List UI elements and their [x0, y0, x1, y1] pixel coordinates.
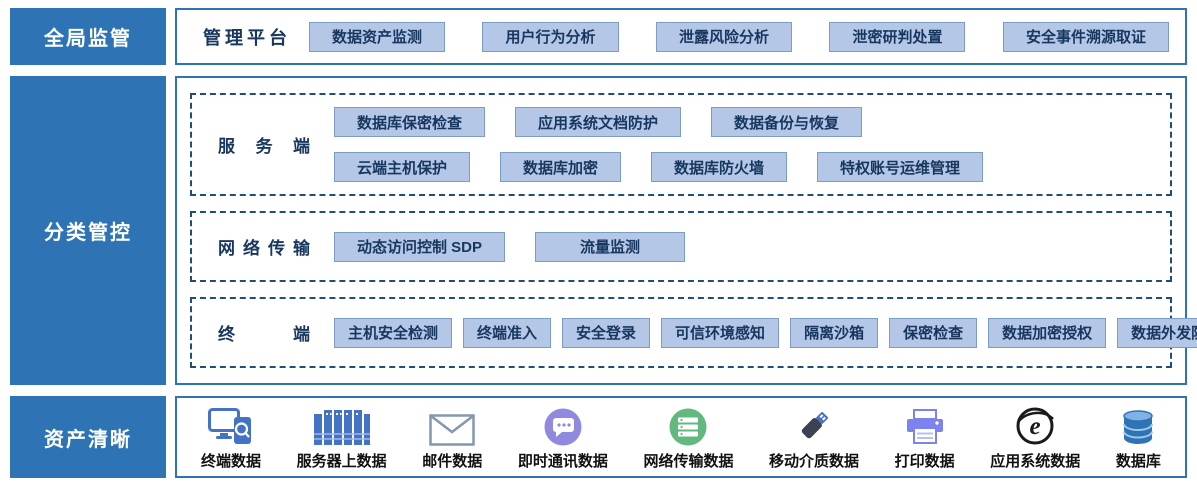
module-box: 特权账号运维管理 [817, 152, 984, 182]
module-box: 泄密研判处置 [829, 21, 966, 52]
group-rows: 数据库保密检查应用系统文档防护数据备份与恢复云端主机保护数据库加密数据库防火墙特… [334, 107, 1158, 182]
module-box: 数据资产监测 [309, 21, 446, 52]
asset-items: 终端数据 服务器上数据 邮件数据 即时通讯数据 网络传输数据 移动介质数据 打印数据 e 应用系… [175, 396, 1187, 478]
group-terminal: 终端 主机安全检测终端准入安全登录可信环境感知隔离沙箱保密检查数据加密授权数据外发… [190, 297, 1197, 368]
asset-label: 终端数据 [201, 453, 262, 470]
management-platform-label: 管理平台 [203, 27, 291, 48]
global-supervision-row: 全局监管 管理平台 数据资产监测 用户行为分析 泄露风险分析 泄密研判处置 安全事件溯源… [10, 8, 1187, 65]
module-box: 云端主机保护 [334, 152, 471, 182]
asset-item: 数据库 [1116, 404, 1161, 471]
band-label: 全局监管 [44, 28, 132, 50]
module-box: 数据备份与恢复 [711, 107, 863, 137]
module-box: 数据加密授权 [988, 317, 1107, 348]
classified-control-row: 分类管控 服务端数据库保密检查应用系统文档防护数据备份与恢复云端主机保护数据库加… [10, 76, 1197, 385]
middle-groups: 服务端数据库保密检查应用系统文档防护数据备份与恢复云端主机保护数据库加密数据库防… [175, 76, 1197, 385]
asset-item: 移动介质数据 [769, 404, 859, 471]
band-global-supervision: 全局监管 [10, 8, 166, 65]
module-box: 用户行为分析 [482, 21, 619, 52]
usb-drive-icon [794, 404, 834, 446]
module-box: 应用系统文档防护 [515, 107, 682, 137]
printer-icon [904, 404, 946, 446]
module-box: 可信环境感知 [661, 317, 780, 348]
svg-text:e: e [1030, 413, 1041, 440]
asset-item: 终端数据 [201, 404, 261, 471]
module-box: 流量监测 [535, 231, 686, 262]
asset-label: 网络传输数据 [643, 453, 734, 470]
asset-label: 服务器上数据 [296, 453, 387, 470]
module-box: 隔离沙箱 [790, 317, 879, 348]
group-network: 网络传输 动态访问控制 SDP 流量监测 [190, 211, 1172, 282]
button-row: 数据库保密检查应用系统文档防护数据备份与恢复 [334, 107, 1158, 137]
asset-item: e 应用系统数据 [990, 404, 1080, 471]
asset-item: 即时通讯数据 [518, 404, 608, 471]
band-classified-control: 分类管控 [10, 76, 166, 385]
asset-item: 打印数据 [895, 404, 955, 471]
asset-label: 数据库 [1115, 453, 1161, 470]
group-label: 终端 [218, 325, 310, 344]
browser-e-icon: e [1015, 404, 1055, 446]
module-box: 数据库加密 [500, 152, 622, 182]
button-row: 云端主机保护数据库加密数据库防火墙特权账号运维管理 [334, 152, 1158, 182]
group-rows: 主机安全检测终端准入安全登录可信环境感知隔离沙箱保密检查数据加密授权数据外发防护 [334, 317, 1197, 348]
group-label: 服务端 [218, 137, 310, 156]
module-box: 数据库保密检查 [334, 107, 486, 137]
server-rack-icon [313, 404, 371, 446]
asset-item: 网络传输数据 [643, 404, 733, 471]
asset-clarity-row: 资产清晰 终端数据 服务器上数据 邮件数据 即时通讯数据 网络传输数据 移动介质数据 打印数… [10, 396, 1187, 478]
group-label: 网络传输 [218, 239, 310, 258]
button-row: 动态访问控制 SDP 流量监测 [334, 231, 1158, 262]
module-box: 动态访问控制 SDP [334, 231, 506, 262]
asset-label: 移动介质数据 [769, 453, 860, 470]
management-platform-panel: 管理平台 数据资产监测 用户行为分析 泄露风险分析 泄密研判处置 安全事件溯源取证 [175, 8, 1187, 65]
group-rows: 动态访问控制 SDP 流量监测 [334, 231, 1158, 262]
terminal-devices-icon [208, 404, 254, 446]
module-box: 安全事件溯源取证 [1002, 21, 1169, 52]
module-box: 数据外发防护 [1117, 317, 1197, 348]
module-box: 数据库防火墙 [651, 152, 788, 182]
asset-label: 应用系统数据 [990, 453, 1081, 470]
module-box: 终端准入 [463, 317, 552, 348]
network-stack-icon [669, 404, 707, 446]
band-label: 资产清晰 [44, 428, 132, 451]
asset-item: 邮件数据 [422, 404, 482, 471]
module-box: 主机安全检测 [334, 317, 453, 348]
band-label: 分类管控 [44, 222, 132, 244]
asset-label: 打印数据 [894, 453, 955, 470]
button-row: 主机安全检测终端准入安全登录可信环境感知隔离沙箱保密检查数据加密授权数据外发防护 [334, 317, 1197, 348]
band-asset-clarity: 资产清晰 [10, 396, 166, 478]
asset-item: 服务器上数据 [297, 404, 387, 471]
asset-label: 即时通讯数据 [517, 453, 608, 470]
mail-icon [429, 404, 475, 446]
module-box: 泄露风险分析 [655, 21, 792, 52]
asset-label: 邮件数据 [422, 453, 483, 470]
chat-bubble-icon [544, 404, 582, 446]
top-buttons: 数据资产监测 用户行为分析 泄露风险分析 泄密研判处置 安全事件溯源取证 [309, 21, 1169, 52]
group-server: 服务端数据库保密检查应用系统文档防护数据备份与恢复云端主机保护数据库加密数据库防… [190, 93, 1172, 196]
database-icon [1120, 404, 1156, 446]
module-box: 保密检查 [889, 317, 978, 348]
module-box: 安全登录 [562, 317, 651, 348]
